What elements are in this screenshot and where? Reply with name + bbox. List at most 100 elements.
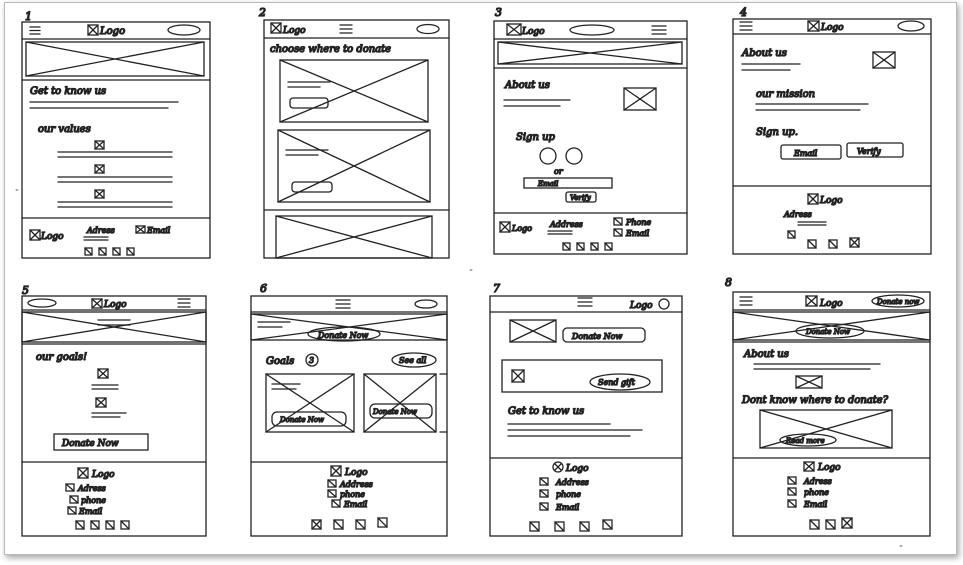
phone-outline bbox=[493, 20, 688, 255]
footer-logo-icon bbox=[807, 193, 819, 205]
card-button bbox=[289, 97, 329, 109]
address-icon bbox=[65, 483, 75, 492]
footer-phone: Phone bbox=[625, 218, 652, 227]
footer-phone: phone bbox=[340, 490, 365, 499]
verify-button bbox=[846, 142, 904, 158]
hero-image-placeholder bbox=[497, 41, 683, 65]
send-gift-button bbox=[589, 373, 651, 391]
goals-count-badge bbox=[305, 353, 319, 367]
address-icon bbox=[787, 476, 797, 485]
phone-outline bbox=[250, 295, 448, 537]
search-pill bbox=[569, 24, 615, 36]
signup-title: Sign up. bbox=[756, 127, 798, 138]
phone-icon bbox=[539, 489, 549, 498]
frame-number: 6 bbox=[260, 282, 267, 295]
footer-phone: phone bbox=[804, 488, 829, 497]
phone-outline bbox=[732, 18, 932, 255]
hero-image-placeholder bbox=[21, 311, 207, 343]
cause-card bbox=[275, 215, 433, 259]
footer-email: Email bbox=[78, 507, 103, 516]
footer-email: Email bbox=[343, 500, 368, 509]
mission-title: our mission bbox=[756, 89, 815, 100]
footer-phone: phone bbox=[556, 490, 581, 499]
footer-phone: phone bbox=[81, 496, 106, 505]
or-text: or bbox=[554, 167, 564, 176]
address-icon bbox=[327, 479, 337, 488]
section-title: choose where to donate bbox=[270, 44, 391, 55]
logo-icon bbox=[506, 23, 522, 36]
card-button bbox=[291, 181, 333, 193]
footer-email: Email bbox=[803, 500, 828, 509]
footer-email: Email bbox=[146, 226, 171, 235]
hero-image-placeholder bbox=[25, 41, 205, 77]
gift-card bbox=[501, 359, 663, 393]
donate-label: Donate Now bbox=[61, 439, 119, 449]
phone-outline bbox=[21, 295, 207, 537]
read-more-button bbox=[779, 433, 837, 447]
section-title: About us bbox=[741, 48, 787, 59]
footer-address: Adress bbox=[783, 210, 812, 219]
donate-now-button bbox=[562, 327, 646, 343]
google-icon bbox=[565, 147, 583, 165]
social-icon bbox=[807, 239, 817, 249]
frame-7: 7 Logo Donate Now Send gift Get to know … bbox=[489, 281, 683, 537]
frame-number: 8 bbox=[725, 276, 732, 289]
footer-logo-text: Logo bbox=[344, 468, 368, 478]
send-gift-label: Send gift bbox=[598, 378, 636, 387]
footer-address: Address bbox=[339, 480, 373, 489]
phone-outline bbox=[732, 291, 931, 537]
email-icon bbox=[135, 225, 146, 234]
card-donate-label: Donate Now bbox=[279, 416, 324, 424]
logo-icon bbox=[807, 20, 820, 32]
goal-icon bbox=[97, 368, 109, 379]
footer-logo-icon bbox=[499, 221, 511, 233]
footer-logo-icon bbox=[803, 461, 815, 472]
question-text: Dont know where to donate? bbox=[741, 395, 889, 406]
verify-label: Verify bbox=[857, 147, 881, 156]
values-title: our values bbox=[38, 124, 91, 135]
donation-card bbox=[759, 409, 893, 449]
sketch-sheet bbox=[4, 2, 957, 555]
social-icon bbox=[841, 517, 853, 529]
email-button bbox=[780, 144, 842, 160]
footer-logo-icon bbox=[552, 461, 564, 473]
hero-donate-label: Donate Now bbox=[805, 328, 850, 336]
header-button bbox=[27, 298, 57, 308]
social-icon bbox=[120, 520, 130, 530]
value-icon bbox=[94, 189, 105, 199]
image-placeholder bbox=[872, 51, 896, 69]
card-donate-button bbox=[369, 403, 433, 419]
social-icon bbox=[602, 519, 613, 530]
hamburger-icon bbox=[577, 297, 593, 307]
frame-2: 2 Logo choose where to donate bbox=[257, 5, 450, 259]
logo-text: Logo bbox=[629, 301, 653, 311]
footer-logo-text: Logo bbox=[91, 470, 115, 480]
logo-text: Logo bbox=[99, 26, 125, 37]
frame-3: 3 Logo About us Sign up or Email Verify … bbox=[493, 5, 688, 255]
phone-outline bbox=[263, 19, 450, 259]
footer-address: Address bbox=[555, 478, 589, 487]
footer-logo-text: Logo bbox=[40, 232, 64, 242]
social-icon bbox=[75, 520, 85, 530]
footer-logo-icon bbox=[330, 465, 342, 477]
social-icon bbox=[809, 519, 820, 530]
email-icon bbox=[67, 506, 77, 515]
footer-logo-text: Logo bbox=[817, 463, 841, 473]
frame-4: 4 Logo About us our mission Sign up. Ema… bbox=[732, 5, 932, 255]
email-icon bbox=[331, 499, 341, 508]
section-title: Get to know us bbox=[508, 406, 584, 417]
goal-icon bbox=[95, 397, 107, 408]
donate-label: Donate Now bbox=[571, 332, 622, 341]
frame-number: 5 bbox=[22, 284, 29, 297]
hamburger-icon bbox=[177, 298, 191, 308]
section-title: About us bbox=[504, 80, 550, 91]
email-label: Email bbox=[537, 180, 558, 188]
footer-logo-text: Logo bbox=[819, 196, 843, 206]
social-icon bbox=[377, 517, 388, 528]
section-title: Get to know us bbox=[30, 86, 106, 97]
footer-address: Adress bbox=[86, 226, 115, 235]
social-icon bbox=[828, 239, 838, 249]
hamburger-icon bbox=[739, 21, 753, 31]
social-icon bbox=[333, 519, 344, 530]
social-icon bbox=[311, 519, 322, 530]
